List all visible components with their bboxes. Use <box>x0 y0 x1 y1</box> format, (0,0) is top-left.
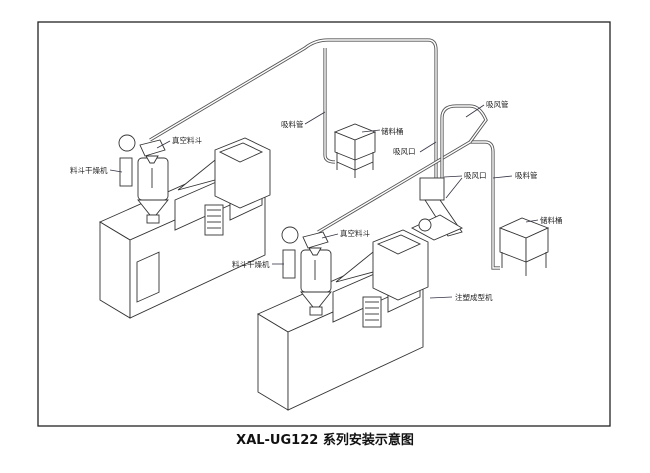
conveying-pipes <box>149 38 500 270</box>
label-storage-bin-1: 储料桶 <box>381 126 404 136</box>
label-suction-pipe-2: 吸料管 <box>515 170 538 180</box>
label-air-suction-pipe: 吸风管 <box>486 99 509 109</box>
label-air-inlet-2: 吸风口 <box>464 171 487 180</box>
storage-bin-2 <box>498 217 550 276</box>
injection-molding-machine-1 <box>99 137 271 319</box>
label-suction-pipe-1: 吸料管 <box>281 119 304 129</box>
blower-unit <box>411 177 463 241</box>
label-air-inlet-1: 吸风口 <box>393 147 416 156</box>
label-storage-bin-2: 储料桶 <box>540 215 563 225</box>
label-injection-machine: 注塑成型机 <box>455 292 493 302</box>
diagram-caption: XAL-UG122 系列安装示意图 <box>236 432 414 448</box>
leader-lines <box>109 104 539 299</box>
label-vacuum-hopper-2: 真空料斗 <box>340 228 370 238</box>
label-hopper-dryer-2: 料斗干燥机 <box>232 259 270 269</box>
injection-molding-machine-2 <box>257 229 429 411</box>
label-hopper-dryer-1: 料斗干燥机 <box>70 165 108 175</box>
hopper-dryer-2 <box>281 226 332 316</box>
hopper-dryer-1 <box>118 134 169 224</box>
storage-bin-1 <box>333 123 377 178</box>
label-vacuum-hopper-1: 真空料斗 <box>172 135 202 145</box>
